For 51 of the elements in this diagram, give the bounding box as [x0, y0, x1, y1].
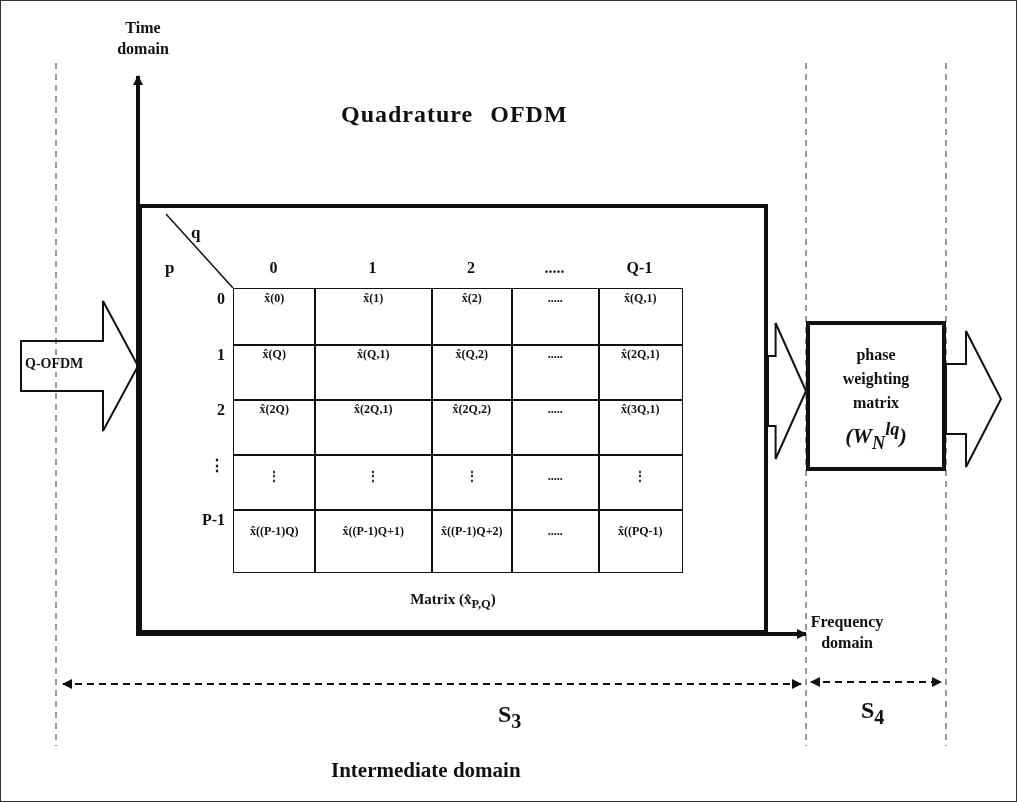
matrix-entry: .....: [511, 344, 600, 401]
column-index: Q-1: [625, 259, 654, 277]
matrix-entry: .....: [511, 454, 600, 511]
matrix-entry: x̂(Q,1): [314, 344, 433, 401]
matrix-entry: .....: [511, 509, 600, 573]
column-index: 2: [466, 259, 476, 277]
matrix-entry: x̂(Q,1): [598, 288, 683, 346]
row-index: ⋮: [208, 456, 225, 475]
column-index: .....: [543, 259, 566, 277]
matrix-frame-box: [138, 204, 768, 634]
matrix-entry: x̂(1): [314, 288, 433, 346]
matrix-symbol: (W$_{N}$$^{lq}$): [844, 419, 908, 454]
column-index: 1: [367, 259, 378, 277]
matrix-entry: ⋮: [314, 454, 433, 511]
block-arrow: [945, 330, 1003, 468]
matrix-entry: x̂(Q,2): [431, 344, 513, 401]
matrix-entry: ⋮: [233, 454, 316, 511]
matrix-entry: ⋮: [431, 454, 513, 511]
axis-label: p: [165, 258, 175, 278]
row-index: 2: [216, 401, 225, 419]
block-arrow: [767, 322, 808, 460]
matrix-entry: x̂((P-1)Q+2): [431, 509, 513, 573]
matrix-entry: .....: [511, 288, 600, 346]
matrix-entry: x̂(2Q,2): [431, 399, 513, 456]
row-index: 0: [216, 290, 225, 308]
matrix-entry: x̂(2Q,1): [314, 399, 433, 456]
matrix-entry: x̂((PQ-1): [598, 509, 683, 573]
matrix-entry: x̂(3Q,1): [598, 399, 683, 456]
matrix-entry: x̂(2): [431, 288, 513, 346]
matrix-entry: x̂((P-1)Q+1): [314, 509, 433, 573]
phase-weighting-box: [806, 321, 946, 471]
diagram-title: Quadrature OFDM: [341, 101, 568, 128]
matrix-entry: .....: [511, 399, 600, 456]
box-heading: phase weighting matrix: [841, 345, 911, 413]
matrix-entry: x̂((P-1)Q): [233, 509, 316, 573]
row-index: 1: [216, 346, 225, 364]
dimension-label: S$_{3}$: [498, 701, 522, 733]
matrix-caption: Matrix (x̂$_{P,Q}$): [409, 591, 497, 612]
column-index: 0: [268, 259, 279, 277]
row-index: P-1: [200, 511, 225, 529]
matrix-entry: x̂(2Q,1): [598, 344, 683, 401]
axis-label: Frequency domain: [809, 612, 885, 653]
dimension-label: S$_{4}$: [861, 697, 885, 729]
axis-label: Time domain: [116, 18, 170, 59]
axis-label: q: [191, 223, 201, 243]
matrix-entry: ⋮: [598, 454, 683, 511]
edge-label: Q-OFDM: [25, 356, 84, 372]
matrix-entry: x̂(Q): [233, 344, 316, 401]
matrix-entry: x̂(0): [233, 288, 316, 346]
matrix-entry: x̂(2Q): [233, 399, 316, 456]
region-label: Intermediate domain: [331, 758, 521, 783]
